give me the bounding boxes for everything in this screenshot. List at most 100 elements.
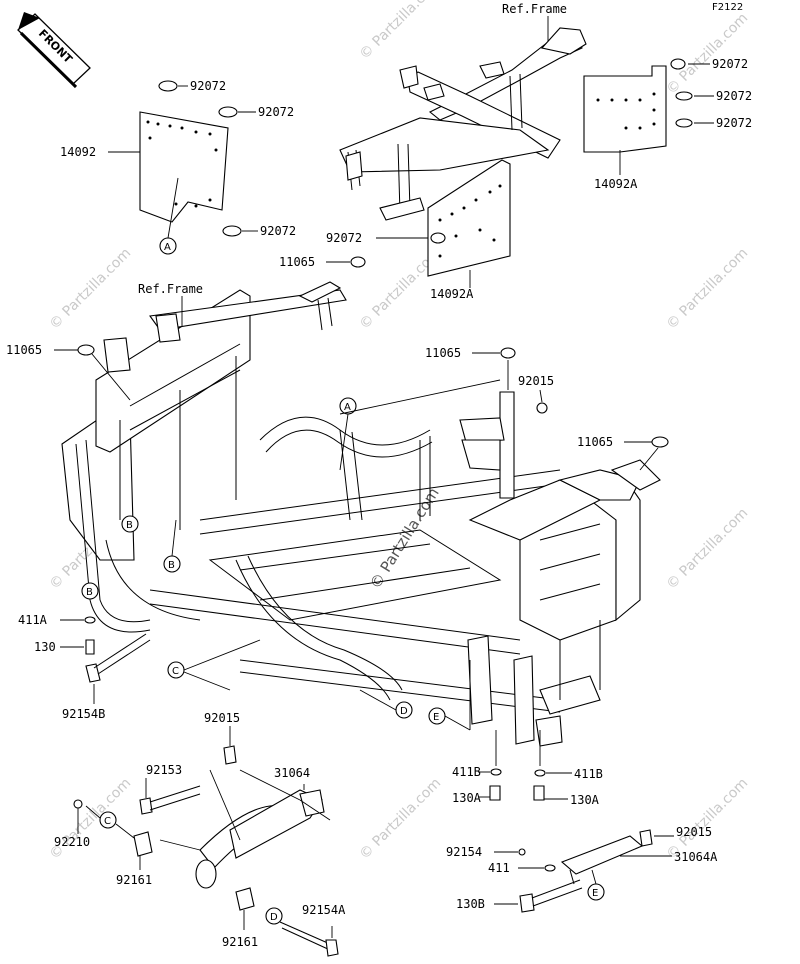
bolt-icon (85, 663, 101, 683)
part-label: 92161 (222, 935, 258, 949)
bolt-icon (325, 939, 339, 957)
bushing-icon (133, 831, 153, 857)
callout-d: D (400, 706, 408, 717)
bushing-icon (235, 887, 255, 911)
clip-icon (218, 106, 238, 118)
part-label: 92015 (518, 374, 554, 388)
nut-icon (651, 436, 669, 448)
mud-flap-right-lower (427, 159, 511, 277)
watermark-center: © Partzilla.com (366, 484, 443, 592)
part-label: 411 (488, 861, 510, 875)
watermark: © Partzilla.com (47, 245, 135, 333)
bolt-icon (489, 785, 501, 801)
nut-icon (223, 745, 237, 765)
nut-icon (77, 344, 95, 356)
rear-subframe-reference: Ref.Frame (339, 2, 587, 221)
part-label: 14092 (60, 145, 96, 159)
left-fasteners: B 411A 130 92154B (18, 582, 151, 721)
clip-icon (675, 91, 693, 101)
nut-icon (350, 256, 366, 268)
watermark: © Partzilla.com (664, 245, 752, 333)
part-label: 92153 (146, 763, 182, 777)
washer-icon (490, 768, 502, 776)
callout-c: C (172, 666, 179, 677)
part-label: 11065 (425, 346, 461, 360)
bracket-31064A (560, 835, 644, 875)
bushing-icon (195, 859, 217, 889)
part-label: 92072 (716, 116, 752, 130)
frame-callouts: Ref.Frame 11065 11065 11065 11065 92015 … (6, 255, 659, 731)
washer-icon (534, 769, 546, 777)
nut-icon (500, 347, 516, 359)
part-label: 92161 (116, 873, 152, 887)
part-label: 92072 (712, 57, 748, 71)
callout-a-circle (159, 237, 177, 255)
part-label: 92072 (190, 79, 226, 93)
bolt-icon (533, 785, 545, 801)
part-label: 130A (452, 791, 482, 805)
part-label: 130A (570, 793, 600, 807)
callout-a: A (344, 402, 351, 413)
rear-lower-fasteners: 411B 411B 130A 130A (452, 730, 603, 807)
callout-e: E (592, 888, 598, 899)
bolt-icon (139, 797, 153, 815)
clip-icon (675, 118, 693, 128)
callout-a: A (164, 242, 171, 253)
nut-icon (639, 829, 653, 847)
part-label: 31064 (274, 766, 310, 780)
clip-icon (430, 232, 446, 244)
callout-d: D (270, 912, 278, 923)
callout-b: B (168, 560, 175, 571)
clip-icon (222, 225, 242, 237)
part-label: 92154A (302, 903, 346, 917)
part-label: 92154 (446, 845, 482, 859)
nut-icon (536, 402, 548, 414)
part-label: 130B (456, 897, 485, 911)
bolt-icon (85, 639, 95, 655)
mud-flap-right-upper (583, 65, 667, 153)
ref-frame-label: Ref.Frame (502, 2, 567, 16)
main-frame (61, 256, 669, 747)
clip-icon (670, 58, 686, 70)
bracket-31064A-group: 92154 411 92015 31064A E 130B (446, 825, 718, 913)
watermark: © Partzilla.com (47, 775, 135, 863)
part-label: 411B (452, 765, 481, 779)
part-label: 11065 (6, 343, 42, 357)
part-label: 92072 (326, 231, 362, 245)
watermark: © Partzilla.com (664, 505, 752, 593)
part-label: 411B (574, 767, 603, 781)
left-mud-flap-group: 92072 92072 92072 14092 A (60, 79, 296, 255)
part-label: 14092A (430, 287, 474, 301)
figure-code: F2122 (712, 2, 743, 13)
part-label: 92210 (54, 835, 90, 849)
nut-icon (518, 848, 526, 856)
callout-b: B (126, 520, 133, 531)
washer-icon (84, 616, 96, 624)
watermark: © Partzilla.com (357, 775, 445, 863)
right-mud-flap-group: 92072 92072 92072 92072 14092A 14092A (326, 57, 752, 301)
nut-icon (73, 799, 83, 809)
part-label: 130 (34, 640, 56, 654)
part-label: 411A (18, 613, 48, 627)
callout-e: E (433, 712, 439, 723)
clip-icon (158, 80, 178, 92)
bolt-icon (519, 893, 535, 913)
bracket-31064-group: 92015 92153 31064 92210 C 92161 92161 D (54, 711, 346, 957)
part-label: 92015 (204, 711, 240, 725)
watermark: © Partzilla.com (664, 10, 752, 98)
part-label: 11065 (577, 435, 613, 449)
part-label: 92154B (62, 707, 105, 721)
callout-b: B (86, 587, 93, 598)
part-label: 92072 (258, 105, 294, 119)
washer-icon (544, 864, 556, 872)
ref-frame-label: Ref.Frame (138, 282, 203, 296)
part-label: 92015 (676, 825, 712, 839)
part-label: 11065 (279, 255, 315, 269)
watermark: © Partzilla.com (357, 0, 445, 63)
part-label: 92072 (260, 224, 296, 238)
front-arrow-icon: FRONT (17, 12, 91, 89)
part-label: 14092A (594, 177, 638, 191)
part-label: 31064A (674, 850, 718, 864)
part-label: 92072 (716, 89, 752, 103)
